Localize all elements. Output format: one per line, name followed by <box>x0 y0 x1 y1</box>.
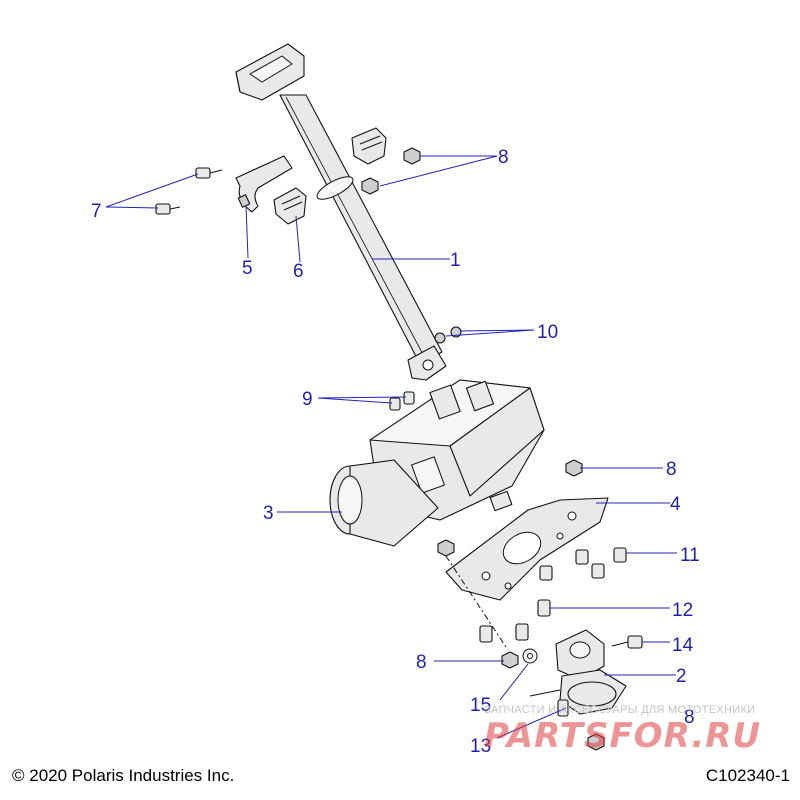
watermark: ЗАПЧАСТИ И АКСЕССУАРЫ ДЛЯ МОТОТЕХНИКИ PA… <box>484 704 784 754</box>
callout-8-upper: 8 <box>498 147 509 168</box>
callout-11: 11 <box>680 545 700 566</box>
nut-right <box>565 459 583 477</box>
callout-15: 15 <box>470 695 491 716</box>
bolt-9-a <box>389 397 401 411</box>
callout-8-bottom: 8 <box>684 707 695 728</box>
callout-13: 13 <box>470 736 491 757</box>
mounting-plate <box>445 497 609 601</box>
bolt-lower <box>155 203 181 215</box>
callout-1: 1 <box>450 250 461 271</box>
watermark-caption: ЗАПЧАСТИ И АКСЕССУАРЫ ДЛЯ МОТОТЕХНИКИ <box>484 704 756 716</box>
assembly-centerline <box>445 555 509 651</box>
washer <box>522 648 538 664</box>
bolt-12-a <box>537 599 551 617</box>
callout-8-right: 8 <box>666 459 677 480</box>
leader-lines <box>105 155 677 739</box>
universal-joint <box>529 629 627 715</box>
nut-plate-a <box>437 539 455 557</box>
nut-upper-a <box>403 147 421 165</box>
callout-8-left: 8 <box>416 652 427 673</box>
steering-gearbox <box>329 379 545 547</box>
callout-2: 2 <box>676 666 687 687</box>
bolt-9-b <box>403 391 415 405</box>
bolt-12-c <box>515 623 529 641</box>
drawing-number: C102340-1 <box>705 766 790 785</box>
nut-left <box>501 651 519 669</box>
callout-9: 9 <box>302 389 313 410</box>
bolt-11-c <box>613 547 627 563</box>
copyright-notice: © 2020 Polaris Industries Inc. <box>12 766 235 785</box>
bushing-upper <box>351 127 387 165</box>
callout-10: 10 <box>537 322 558 343</box>
nut-10-a <box>434 332 446 344</box>
bolt-upper <box>195 167 223 179</box>
callout-7: 7 <box>91 201 102 222</box>
nut-upper-b <box>361 177 379 195</box>
callout-6: 6 <box>293 261 304 282</box>
bolt-12-b <box>479 625 493 643</box>
pinch-bolt <box>557 699 569 717</box>
bolt-11-d <box>539 565 553 581</box>
callout-4: 4 <box>670 494 681 515</box>
callout-12: 12 <box>672 600 693 621</box>
bushing-lower <box>273 187 307 225</box>
bolt-11-b <box>591 563 605 579</box>
bolt-11-a <box>575 549 589 565</box>
callout-3: 3 <box>263 503 274 524</box>
nut-bottom <box>587 733 605 751</box>
steering-column <box>235 43 447 381</box>
callout-5: 5 <box>242 258 253 279</box>
watermark-logo: PARTSFOR.RU <box>484 716 762 756</box>
bolt-14 <box>611 635 643 649</box>
nut-10-b <box>450 326 462 338</box>
callout-14: 14 <box>672 635 694 656</box>
